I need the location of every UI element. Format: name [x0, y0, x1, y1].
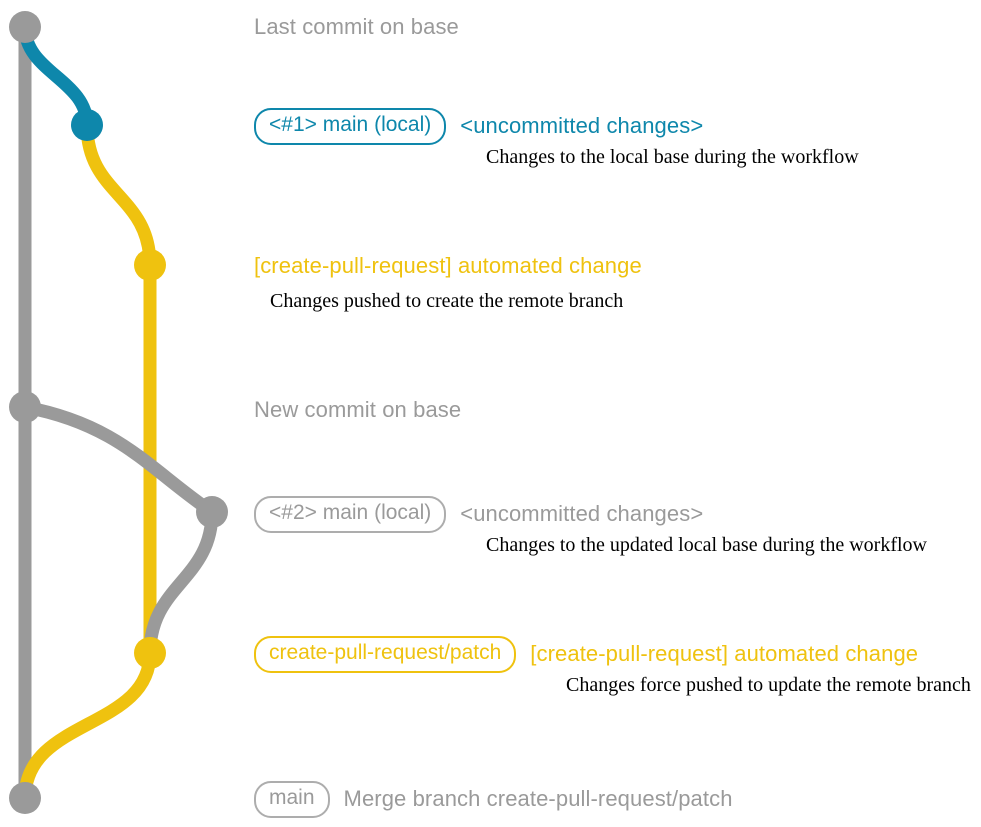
branch-badge-main-local-2[interactable]: <#2> main (local) — [254, 496, 447, 533]
commit-subject-merge: Merge branch create-pull-request/patch — [343, 786, 733, 812]
edge-patch-create — [80, 118, 157, 272]
commit-node-local-2[interactable] — [196, 496, 228, 528]
commit-description-local-2: Changes to the updated local base during… — [486, 534, 927, 556]
commit-description-local-1: Changes to the local base during the wor… — [486, 146, 859, 168]
commit-subject-uncommitted-1: <uncommitted changes> — [460, 113, 704, 139]
commit-label-merge: main Merge branch create-pull-request/pa… — [254, 781, 733, 818]
commit-node-base-new[interactable] — [9, 391, 41, 423]
commit-label-local-2: <#2> main (local) <uncommitted changes> — [254, 496, 703, 533]
edge-patch-merge — [18, 646, 157, 805]
commit-nodes — [9, 11, 228, 814]
commit-node-patch-2[interactable] — [134, 637, 166, 669]
edge-updated-local-to-patch — [143, 505, 219, 660]
heading-text-2: New commit on base — [254, 397, 462, 422]
heading-text: Last commit on base — [254, 14, 459, 39]
commit-description-patch-1: Changes pushed to create the remote bran… — [270, 290, 624, 312]
commit-node-base-merge[interactable] — [9, 782, 41, 814]
commit-label-new-commit-on-base: New commit on base — [254, 397, 461, 423]
branch-badge-main[interactable]: main — [254, 781, 330, 818]
commit-label-last-commit-on-base: Last commit on base — [254, 14, 459, 40]
commit-subject-uncommitted-2: <uncommitted changes> — [460, 501, 704, 527]
commit-node-patch-1[interactable] — [134, 249, 166, 281]
commit-node-local-1[interactable] — [71, 109, 103, 141]
commit-label-local-1: <#1> main (local) <uncommitted changes> — [254, 108, 703, 145]
commit-subject-automated-change-1: [create-pull-request] automated change — [254, 253, 642, 278]
commit-subject-automated-change-2: [create-pull-request] automated change — [530, 641, 919, 667]
commit-description-patch-2: Changes force pushed to update the remot… — [566, 674, 971, 696]
branch-badge-create-pull-request-patch[interactable]: create-pull-request/patch — [254, 636, 517, 673]
commit-label-patch-2: create-pull-request/patch [create-pull-r… — [254, 636, 918, 673]
commit-label-patch-1: [create-pull-request] automated change — [254, 253, 642, 279]
commit-node-base-start[interactable] — [9, 11, 41, 43]
branch-badge-main-local-1[interactable]: <#1> main (local) — [254, 108, 447, 145]
edge-updated-local-branch — [18, 400, 219, 519]
